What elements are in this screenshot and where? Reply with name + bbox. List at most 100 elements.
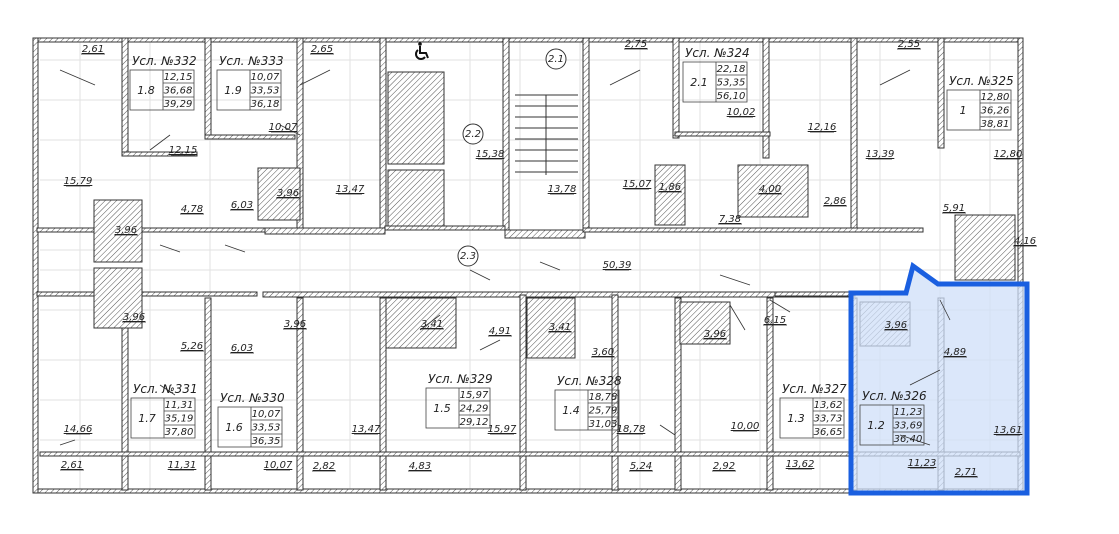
door-swing xyxy=(159,384,176,396)
apartment-number: 2.1 xyxy=(690,76,708,89)
selected-apartment-326-outline[interactable] xyxy=(848,261,1030,496)
apartment-number: 1.8 xyxy=(137,84,155,97)
room-area-label: 3,60 xyxy=(592,347,614,358)
apartment-info-box xyxy=(130,397,196,439)
room-area-label: 2,86 xyxy=(824,196,846,207)
apartment-info-box xyxy=(779,397,845,439)
wall xyxy=(582,227,924,233)
room-area-label: 15,07 xyxy=(623,179,652,190)
door-swing xyxy=(159,244,181,253)
apartment-area-value: 36,26 xyxy=(981,106,1010,117)
room-area-label: 4,78 xyxy=(181,204,203,215)
wall xyxy=(674,297,682,491)
apartment-area-value: 33,69 xyxy=(894,421,923,432)
apartment-title: Усл. №330 xyxy=(220,391,285,405)
apartment-info-box xyxy=(129,69,195,111)
room-area-label: 2,92 xyxy=(713,461,735,472)
wall xyxy=(204,134,296,140)
wall xyxy=(93,199,143,263)
apartment-number: 1.3 xyxy=(787,412,805,425)
apartment-area-value: 11,23 xyxy=(894,407,923,418)
wall xyxy=(385,297,457,349)
apartment-title: Усл. №324 xyxy=(685,46,750,60)
room-area-label: 3,96 xyxy=(115,225,137,236)
room-area-label: 1,86 xyxy=(659,182,681,193)
room-area-label: 15,79 xyxy=(64,176,93,187)
zone-marker: 2.2 xyxy=(462,123,484,145)
room-area-label: 4,00 xyxy=(759,184,781,195)
apartment-area-value: 13,62 xyxy=(814,400,843,411)
room-area-label: 4,16 xyxy=(1014,236,1036,247)
wall xyxy=(379,297,387,491)
door-swing xyxy=(469,269,491,281)
door-swing xyxy=(224,244,246,253)
zone-label: 2.1 xyxy=(548,54,564,65)
room-area-label: 12,15 xyxy=(169,145,198,156)
apartment-title: Усл. №331 xyxy=(133,382,198,396)
wall xyxy=(379,37,387,229)
zone-marker: 2.3 xyxy=(457,245,479,267)
room-area-label: 10,07 xyxy=(269,122,298,133)
room-area-label: 50,39 xyxy=(603,260,632,271)
door-swing xyxy=(279,124,301,136)
wall xyxy=(262,291,854,298)
wall xyxy=(387,71,445,165)
room-area-label: 4,83 xyxy=(409,461,431,472)
room-area-label: 13,39 xyxy=(866,149,895,160)
apartment-area-value: 38,81 xyxy=(981,119,1010,130)
wall xyxy=(204,37,212,139)
wall xyxy=(204,297,212,491)
wall xyxy=(519,294,527,491)
door-swing xyxy=(909,369,941,386)
room-area-label: 11,23 xyxy=(908,458,937,469)
wall xyxy=(766,297,774,491)
room-area-label: 5,91 xyxy=(943,203,965,214)
apartment-title: Усл. №332 xyxy=(132,54,197,68)
wall xyxy=(502,37,510,231)
wall xyxy=(36,37,1024,43)
wall xyxy=(93,267,143,329)
apartment-area-value: 11,31 xyxy=(165,400,194,411)
room-area-label: 15,38 xyxy=(476,149,505,160)
apartment-number: 1.4 xyxy=(562,404,580,417)
apartment-title: Усл. №327 xyxy=(782,382,847,396)
door-swing xyxy=(939,299,951,321)
apartment-area-value: 10,07 xyxy=(252,409,281,420)
room-area-label: 18,78 xyxy=(617,424,646,435)
apartment-area-value: 31,03 xyxy=(589,419,618,430)
zone-label: 2.2 xyxy=(465,129,481,140)
door-swing xyxy=(719,274,751,286)
apartment-number: 1 xyxy=(960,104,967,117)
apartment-area-value: 33,73 xyxy=(814,414,843,425)
apartment-title: Усл. №329 xyxy=(428,372,493,386)
room-area-label: 11,31 xyxy=(168,460,197,471)
room-area-label: 13,47 xyxy=(336,184,365,195)
room-area-label: 2,75 xyxy=(625,39,647,50)
apartment-area-value: 22,18 xyxy=(717,64,746,75)
door-swing xyxy=(879,69,911,86)
wall xyxy=(611,294,619,491)
apartment-area-value: 12,15 xyxy=(164,72,193,83)
zone-marker: 2.1 xyxy=(545,48,567,70)
door-swing xyxy=(299,69,331,86)
apartment-info-box xyxy=(217,406,283,448)
room-area-label: 2,55 xyxy=(898,39,920,50)
door-swing xyxy=(729,304,746,331)
room-area-label: 5,24 xyxy=(630,461,652,472)
apartment-area-value: 36,35 xyxy=(252,436,281,447)
apartment-area-value: 36,40 xyxy=(894,434,923,445)
wall xyxy=(582,37,590,231)
room-area-label: 6,03 xyxy=(231,200,253,211)
